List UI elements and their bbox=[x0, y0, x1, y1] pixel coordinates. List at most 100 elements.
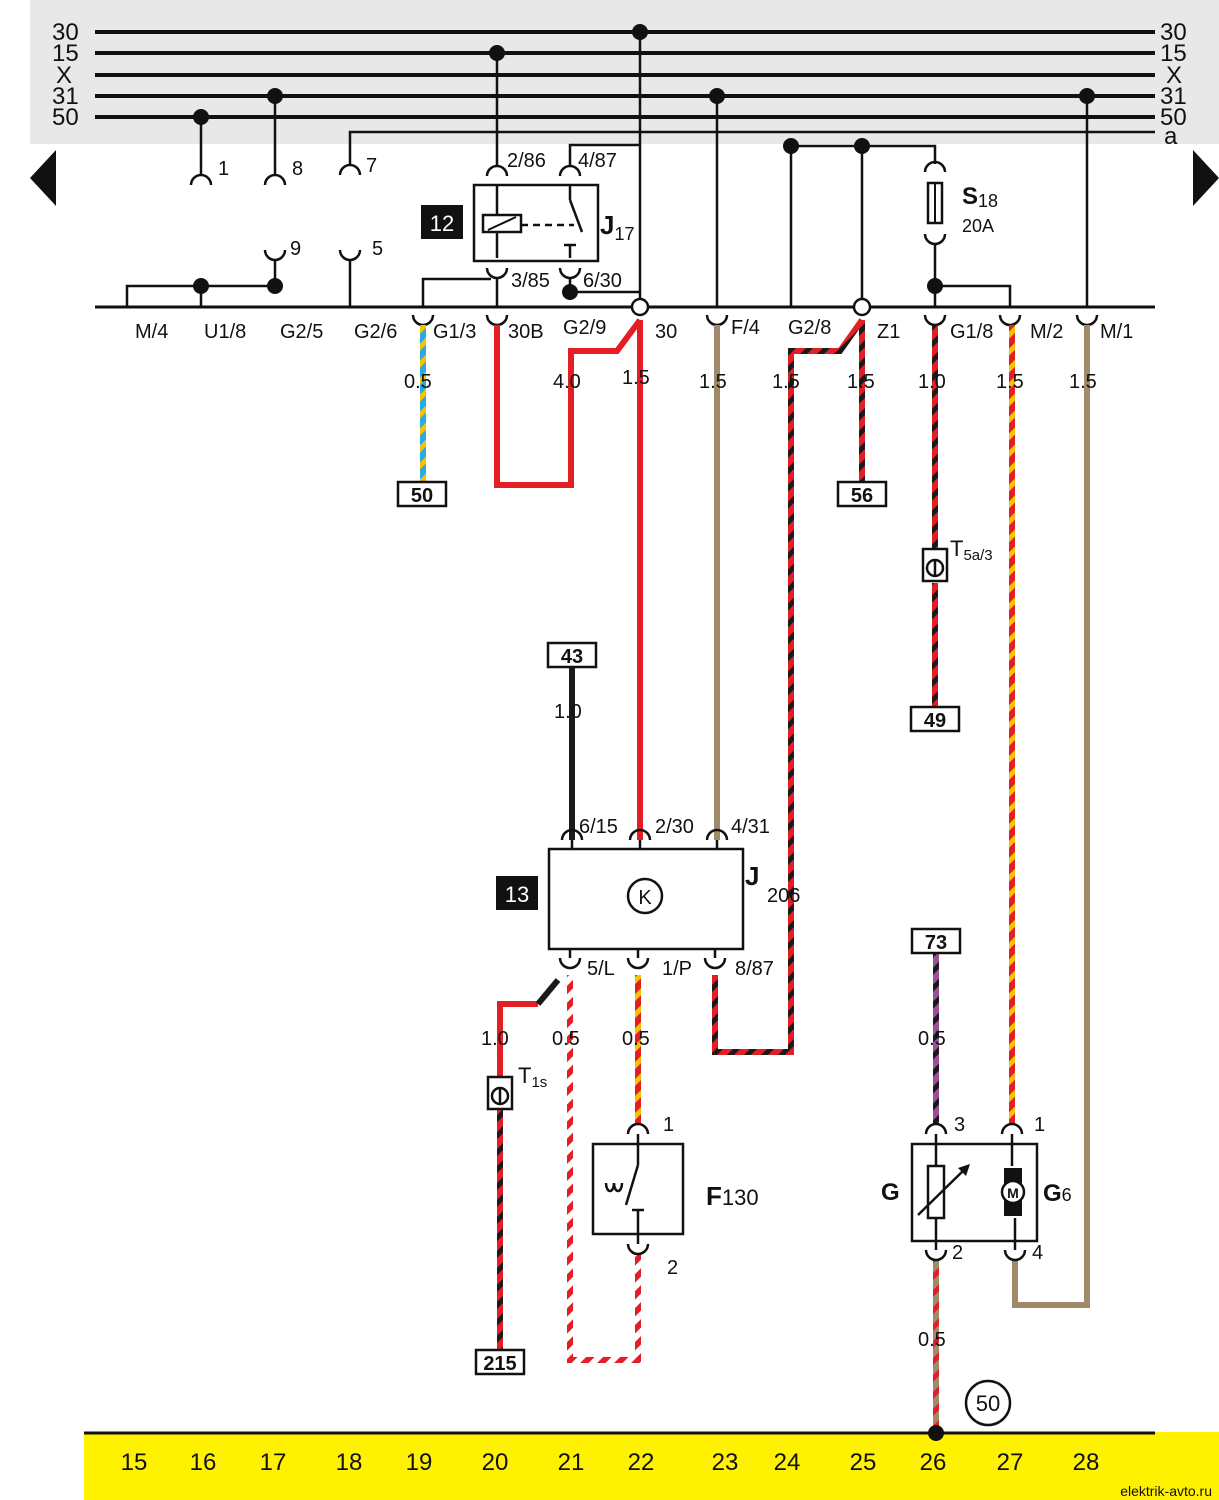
gauge-label: 1.5 bbox=[1069, 371, 1097, 393]
relay-pin-labels: 2/86 4/87 3/85 6/30 bbox=[507, 150, 622, 292]
sender-pin-labels: 3 1 2 4 bbox=[952, 1114, 1045, 1264]
grid-number: 17 bbox=[260, 1449, 287, 1476]
bus-label-left-30: 30 bbox=[52, 19, 79, 46]
bus-label-right-x: X bbox=[1166, 62, 1182, 89]
terminal-g2-8: G2/8 bbox=[788, 317, 831, 339]
module-badge bbox=[496, 876, 538, 910]
ref-box-73[interactable] bbox=[910, 927, 962, 955]
ref-box-56[interactable] bbox=[836, 480, 888, 508]
t-connector-1s bbox=[486, 1075, 514, 1111]
gauge-label: 0.5 bbox=[918, 1329, 946, 1351]
junction-open-z1 bbox=[852, 297, 872, 317]
bus-label-left-31: 31 bbox=[52, 83, 79, 110]
grid-number: 23 bbox=[712, 1449, 739, 1476]
connector-9 bbox=[263, 249, 287, 262]
gauge-label: 0.5 bbox=[552, 1028, 580, 1050]
gauge-label: 1.0 bbox=[481, 1028, 509, 1050]
gauge-label: 1.0 bbox=[554, 701, 582, 723]
terminal-30b: 30B bbox=[508, 321, 544, 343]
module-pin-4-31: 4/31 bbox=[731, 816, 770, 838]
module-pin-8-87: 8/87 bbox=[735, 958, 774, 980]
ref-box-50-text: 50 bbox=[411, 485, 433, 507]
module-pin-5-l: 5/L bbox=[587, 958, 615, 980]
terminal-30: 30 bbox=[655, 321, 677, 343]
top-connector-labels: 1 8 7 9 5 bbox=[218, 155, 383, 260]
ground-ref-circle[interactable] bbox=[964, 1379, 1012, 1427]
grid-number: 19 bbox=[406, 1449, 433, 1476]
wire-red-white-5l bbox=[567, 975, 641, 1363]
ref-box-215[interactable] bbox=[474, 1348, 526, 1376]
relay-name: J17 bbox=[600, 210, 635, 244]
ground-junction bbox=[928, 1425, 944, 1441]
bus-label-right-31: 31 bbox=[1160, 83, 1187, 110]
t-connector-5a bbox=[921, 547, 949, 583]
connector-1-label: 1 bbox=[218, 158, 229, 180]
terminal-g2-6: G2/6 bbox=[354, 321, 397, 343]
relay-pin-6-30: 6/30 bbox=[583, 270, 622, 292]
pressure-icon bbox=[604, 1182, 624, 1193]
bottom-numbers: 15 16 17 18 19 20 21 22 23 24 25 26 27 2… bbox=[121, 1449, 1100, 1476]
fuse-name: S18 bbox=[962, 183, 998, 211]
sender-resistor-icon bbox=[926, 1164, 946, 1220]
bus-label-right-30: 30 bbox=[1160, 19, 1187, 46]
grid-number: 18 bbox=[336, 1449, 363, 1476]
terminal-m4: M/4 bbox=[135, 321, 168, 343]
gauge-label: 1.5 bbox=[772, 371, 800, 393]
connector-8-label: 8 bbox=[292, 158, 303, 180]
module-pin-6-15: 6/15 bbox=[579, 816, 618, 838]
switch-pin-1: 1 bbox=[663, 1114, 674, 1136]
relay-badge-text: 12 bbox=[430, 211, 454, 236]
bus-label-right-15: 15 bbox=[1160, 40, 1187, 67]
junction-open-30 bbox=[630, 297, 650, 317]
bus-label-left-50: 50 bbox=[52, 104, 79, 131]
bus-label-left-x: X bbox=[56, 62, 72, 89]
connector-7 bbox=[338, 163, 362, 176]
terminal-z1: Z1 bbox=[877, 321, 900, 343]
gauge-label: 1.0 bbox=[918, 371, 946, 393]
terminal-g1-3: G1/3 bbox=[433, 321, 476, 343]
ref-boxes: 50 56 49 43 73 215 bbox=[396, 480, 962, 1376]
sender-pin-4: 4 bbox=[1032, 1242, 1043, 1264]
terminal-m1: M/1 bbox=[1100, 321, 1133, 343]
gauge-label: 0.5 bbox=[918, 1028, 946, 1050]
grid-number: 28 bbox=[1073, 1449, 1100, 1476]
grid-number: 26 bbox=[920, 1449, 947, 1476]
connector-5-label: 5 bbox=[372, 238, 383, 260]
wire-red-30b bbox=[494, 318, 643, 488]
ref-box-56-text: 56 bbox=[851, 485, 873, 507]
ref-box-73-text: 73 bbox=[925, 932, 947, 954]
fuse-rating: 20A bbox=[962, 216, 994, 236]
relay-pin-2-86: 2/86 bbox=[507, 150, 546, 172]
next-page-arrow-icon[interactable] bbox=[1193, 150, 1219, 206]
terminal-f4: F/4 bbox=[731, 317, 760, 339]
switch-pin-2: 2 bbox=[667, 1257, 678, 1279]
grid-number: 24 bbox=[774, 1449, 801, 1476]
grid-number: 20 bbox=[482, 1449, 509, 1476]
module-pin-2-30: 2/30 bbox=[655, 816, 694, 838]
ground-ref-text: 50 bbox=[976, 1391, 1000, 1416]
junction-dots bbox=[193, 24, 1095, 294]
module-symbol-text: K bbox=[638, 887, 652, 909]
prev-page-arrow-icon[interactable] bbox=[30, 150, 56, 206]
fuse-s18[interactable] bbox=[923, 160, 1012, 306]
grid-number: 16 bbox=[190, 1449, 217, 1476]
ref-box-43-text: 43 bbox=[561, 646, 583, 668]
gauge-label: 1.5 bbox=[622, 367, 650, 389]
gauge-label: 4.0 bbox=[553, 371, 581, 393]
grid-number: 21 bbox=[558, 1449, 585, 1476]
bus-label-left-15: 15 bbox=[52, 40, 79, 67]
module-relay-k-icon bbox=[626, 877, 664, 915]
wire-gauge-labels: 0.5 4.0 1.5 1.5 1.5 1.5 1.0 1.5 1.5 1.0 … bbox=[404, 367, 1097, 1351]
bus-labels-left: 30 15 X 31 50 bbox=[52, 19, 79, 131]
ref-box-49[interactable] bbox=[909, 705, 961, 733]
gauge-label: 0.5 bbox=[622, 1028, 650, 1050]
sender-pin-3: 3 bbox=[954, 1114, 965, 1136]
ref-box-50[interactable] bbox=[396, 480, 448, 508]
t-connector-1s-label: T1s bbox=[518, 1063, 547, 1091]
gauge-label: 1.5 bbox=[847, 371, 875, 393]
wire-red-black-z1 bbox=[712, 318, 865, 1055]
terminal-g1-8: G1/8 bbox=[950, 321, 993, 343]
bus-band bbox=[30, 0, 1219, 144]
module-name: J bbox=[745, 861, 759, 891]
ref-box-43[interactable] bbox=[546, 641, 598, 669]
